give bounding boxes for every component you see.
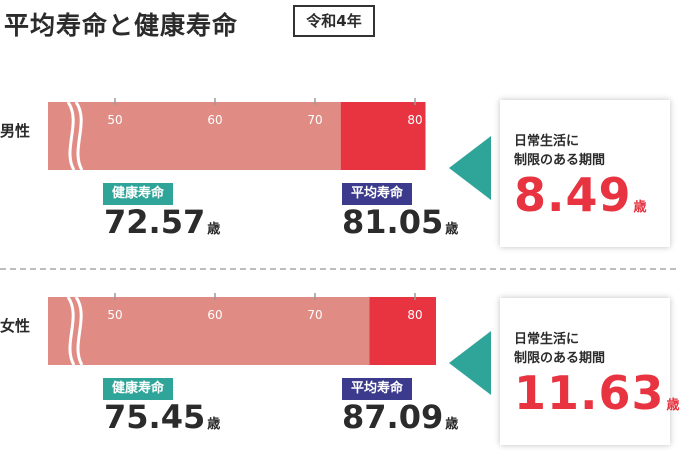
lifespan-bar-chart-female: 50 60 70 80 (48, 293, 436, 366)
axis-break-line (66, 101, 76, 171)
lifespan-tag: 平均寿命 (342, 183, 413, 205)
healthy-tag: 健康寿命 (103, 183, 174, 205)
tick-label: 50 (107, 113, 122, 127)
unit: 歳 (207, 417, 221, 432)
lifespan-bar-chart-male: 50 60 70 80 (48, 98, 426, 171)
healthy-tag: 健康寿命 (103, 378, 174, 400)
lifespan-bar (369, 297, 436, 365)
tick-label: 80 (407, 308, 422, 322)
gap-label-line1: 日常生活に (514, 332, 580, 347)
era-badge: 令和4年 (293, 5, 375, 37)
tick-label: 50 (107, 308, 122, 322)
unit: 歳 (633, 200, 647, 215)
page-title: 平均寿命と健康寿命 (4, 11, 239, 40)
lifespan-tag: 平均寿命 (342, 378, 413, 400)
healthy-bar (48, 297, 370, 365)
lifespan-bar (340, 102, 426, 170)
axis-break-line (66, 296, 76, 366)
axis-break-line (74, 101, 84, 171)
healthy-bar (48, 102, 341, 170)
section-divider (0, 268, 676, 270)
axis-break-line (74, 296, 84, 366)
gap-label-line1: 日常生活に (514, 134, 580, 149)
tick-label: 60 (207, 308, 222, 322)
tick-label: 80 (407, 113, 422, 127)
arrow-left-icon (449, 331, 491, 395)
unit: 歳 (445, 417, 459, 432)
sex-label: 女性 (0, 317, 31, 335)
unit: 歳 (445, 222, 459, 237)
unit: 歳 (207, 222, 221, 237)
arrow-left-icon (449, 136, 491, 200)
sex-label: 男性 (0, 122, 31, 140)
gap-label-line2: 制限のある期間 (514, 351, 606, 366)
tick-label: 60 (207, 113, 222, 127)
gap-label-line2: 制限のある期間 (514, 153, 606, 168)
tick-label: 70 (307, 308, 322, 322)
tick-label: 70 (307, 113, 322, 127)
unit: 歳 (666, 398, 680, 413)
